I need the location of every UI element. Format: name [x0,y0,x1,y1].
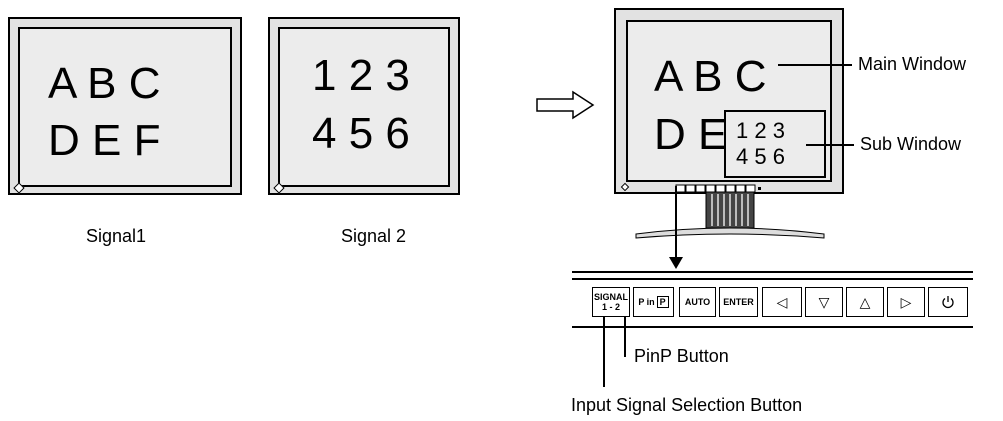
right-triangle-icon: ▷ [900,294,912,310]
signal-select-label: SIGNAL 1 - 2 [594,292,629,312]
power-icon [942,296,954,309]
signal2-monitor: 1 2 3 4 5 6 [268,17,460,195]
bezel-buttons [675,184,761,193]
sub-window-leader [806,144,854,146]
auto-label: AUTO [684,297,711,307]
main-window-screen: A B C D E 1 2 3 4 5 6 [626,20,832,182]
pinp-label-prefix: P in [638,297,655,307]
panel-top-edge [572,271,973,273]
signal2-caption: Signal 2 [341,226,407,246]
diamond-icon [620,182,630,192]
sub-window-line-1: 1 2 3 [736,118,785,143]
signal2-line-2: 4 5 6 [312,109,410,158]
input-signal-leader [603,317,605,387]
main-window-line-1: A B C [654,52,767,101]
power-button[interactable] [928,287,968,317]
combined-monitor: A B C D E 1 2 3 4 5 6 [614,8,844,194]
signal1-line-1: A B C [48,59,161,108]
down-arrow-icon [669,257,683,269]
main-window-label: Main Window [858,54,967,74]
down-triangle-icon: ▽ [818,294,830,310]
enter-button[interactable]: ENTER [719,287,758,317]
pinp-label-box: P [656,296,669,308]
auto-button[interactable]: AUTO [679,287,716,317]
right-arrow-icon [536,90,595,120]
panel-pointer-line [675,186,677,258]
pinp-leader [624,317,626,357]
main-window-leader [778,64,852,66]
main-window-line-2: D E [654,110,728,159]
down-button[interactable]: ▽ [805,287,843,317]
up-triangle-icon: △ [859,294,871,310]
left-triangle-icon: ◁ [776,294,788,310]
signal1-monitor: A B C D E F [8,17,242,195]
panel-bottom-edge [572,326,973,328]
sub-window-label: Sub Window [860,134,962,154]
monitor-stand [635,192,825,239]
enter-label: ENTER [723,297,754,307]
pinp-button[interactable]: P in P [633,287,674,317]
input-signal-button-label: Input Signal Selection Button [571,395,803,415]
sub-window-line-2: 4 5 6 [736,144,785,169]
signal1-line-2: D E F [48,116,161,165]
signal2-screen: 1 2 3 4 5 6 [278,27,450,187]
pinp-button-label: PinP Button [634,346,729,366]
right-button[interactable]: ▷ [887,287,925,317]
signal-select-button[interactable]: SIGNAL 1 - 2 [592,287,630,317]
up-button[interactable]: △ [846,287,884,317]
panel-top-edge-2 [572,278,973,280]
signal2-line-1: 1 2 3 [312,51,410,100]
signal1-screen: A B C D E F [18,27,232,187]
signal1-caption: Signal1 [86,226,147,246]
left-button[interactable]: ◁ [762,287,802,317]
